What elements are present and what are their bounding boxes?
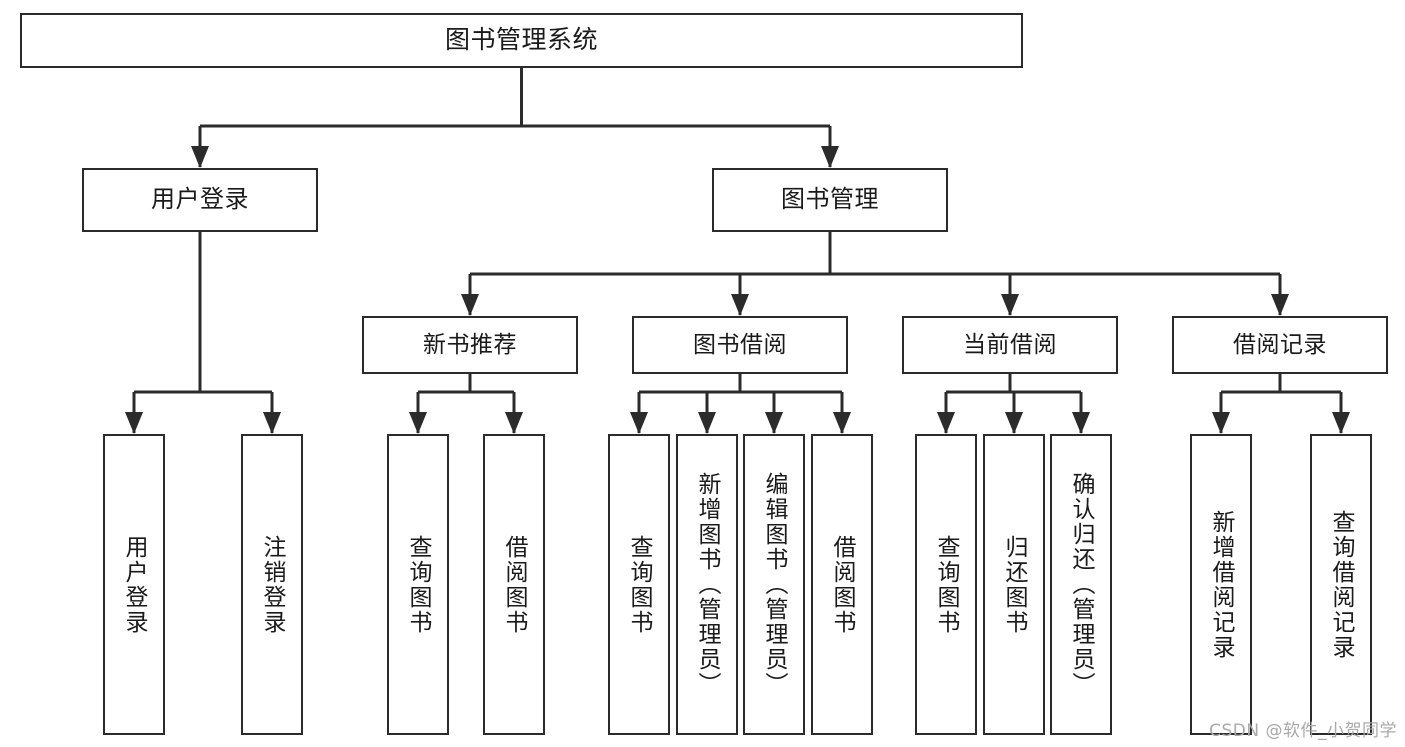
node-label: 查询图书: [405, 534, 432, 635]
arrow-head-icon: [1212, 412, 1230, 434]
node-leaf-user-logout[interactable]: 注销登录: [241, 434, 303, 735]
node-leaf-cb-query[interactable]: 查询图书: [915, 434, 977, 735]
node-label: 查询图书: [933, 534, 960, 635]
arrow-head-icon: [821, 146, 839, 168]
node-user-login[interactable]: 用户登录: [82, 168, 318, 232]
arrow-head-icon: [630, 412, 648, 434]
node-label: 借阅图书: [501, 534, 528, 635]
node-label: 图书管理系统: [444, 25, 598, 55]
node-leaf-cb-return[interactable]: 归还图书: [983, 434, 1045, 735]
node-label: 图书借阅: [693, 331, 787, 358]
arrow-head-icon: [765, 412, 783, 434]
node-leaf-bb-borrow[interactable]: 借阅图书: [811, 434, 873, 735]
node-book-borrow[interactable]: 图书借阅: [632, 316, 848, 374]
node-leaf-rec-query[interactable]: 查询图书: [387, 434, 449, 735]
node-leaf-bb-edit[interactable]: 编辑图书（管理员）: [743, 434, 805, 735]
node-label: 用户登录: [151, 185, 249, 214]
node-label: 查询图书: [626, 534, 653, 635]
node-leaf-rec-borrow[interactable]: 借阅图书: [483, 434, 545, 735]
arrow-head-icon: [409, 412, 427, 434]
arrow-head-icon: [461, 294, 479, 316]
node-current-borrow[interactable]: 当前借阅: [902, 316, 1118, 374]
arrow-head-icon: [833, 412, 851, 434]
arrow-head-icon: [1005, 412, 1023, 434]
node-label: 注销登录: [259, 534, 286, 635]
arrow-head-icon: [505, 412, 523, 434]
node-root[interactable]: 图书管理系统: [20, 13, 1023, 68]
arrow-head-icon: [731, 294, 749, 316]
arrow-head-icon: [937, 412, 955, 434]
arrow-head-icon: [1072, 412, 1090, 434]
arrow-head-icon: [1271, 294, 1289, 316]
node-leaf-user-login[interactable]: 用户登录: [103, 434, 165, 735]
node-label: 借阅图书: [829, 534, 856, 635]
node-leaf-bb-add[interactable]: 新增图书（管理员）: [676, 434, 738, 735]
node-label: 当前借阅: [963, 331, 1057, 358]
node-leaf-cb-confirm[interactable]: 确认归还（管理员）: [1050, 434, 1112, 735]
node-label: 新增图书（管理员）: [694, 472, 721, 697]
watermark-label: CSDN @软件_小贺同学: [1209, 721, 1397, 741]
arrow-head-icon: [191, 146, 209, 168]
node-leaf-br-add[interactable]: 新增借阅记录: [1190, 434, 1252, 735]
arrow-head-icon: [263, 412, 281, 434]
arrow-head-icon: [125, 412, 143, 434]
node-label: 编辑图书（管理员）: [761, 472, 788, 697]
arrow-head-icon: [698, 412, 716, 434]
node-label: 查询借阅记录: [1328, 509, 1355, 660]
node-label: 确认归还（管理员）: [1068, 472, 1095, 697]
node-new-book-rec[interactable]: 新书推荐: [362, 316, 578, 374]
node-leaf-br-query[interactable]: 查询借阅记录: [1310, 434, 1372, 735]
node-label: 用户登录: [121, 534, 148, 635]
arrow-head-icon: [1001, 294, 1019, 316]
arrow-head-icon: [1332, 412, 1350, 434]
node-book-manage[interactable]: 图书管理: [712, 168, 948, 232]
node-label: 图书管理: [781, 185, 879, 214]
node-leaf-bb-query[interactable]: 查询图书: [608, 434, 670, 735]
node-label: 新书推荐: [423, 331, 517, 358]
node-label: 归还图书: [1001, 534, 1028, 635]
node-borrow-record[interactable]: 借阅记录: [1172, 316, 1388, 374]
node-label: 借阅记录: [1233, 331, 1327, 358]
node-label: 新增借阅记录: [1208, 509, 1235, 660]
